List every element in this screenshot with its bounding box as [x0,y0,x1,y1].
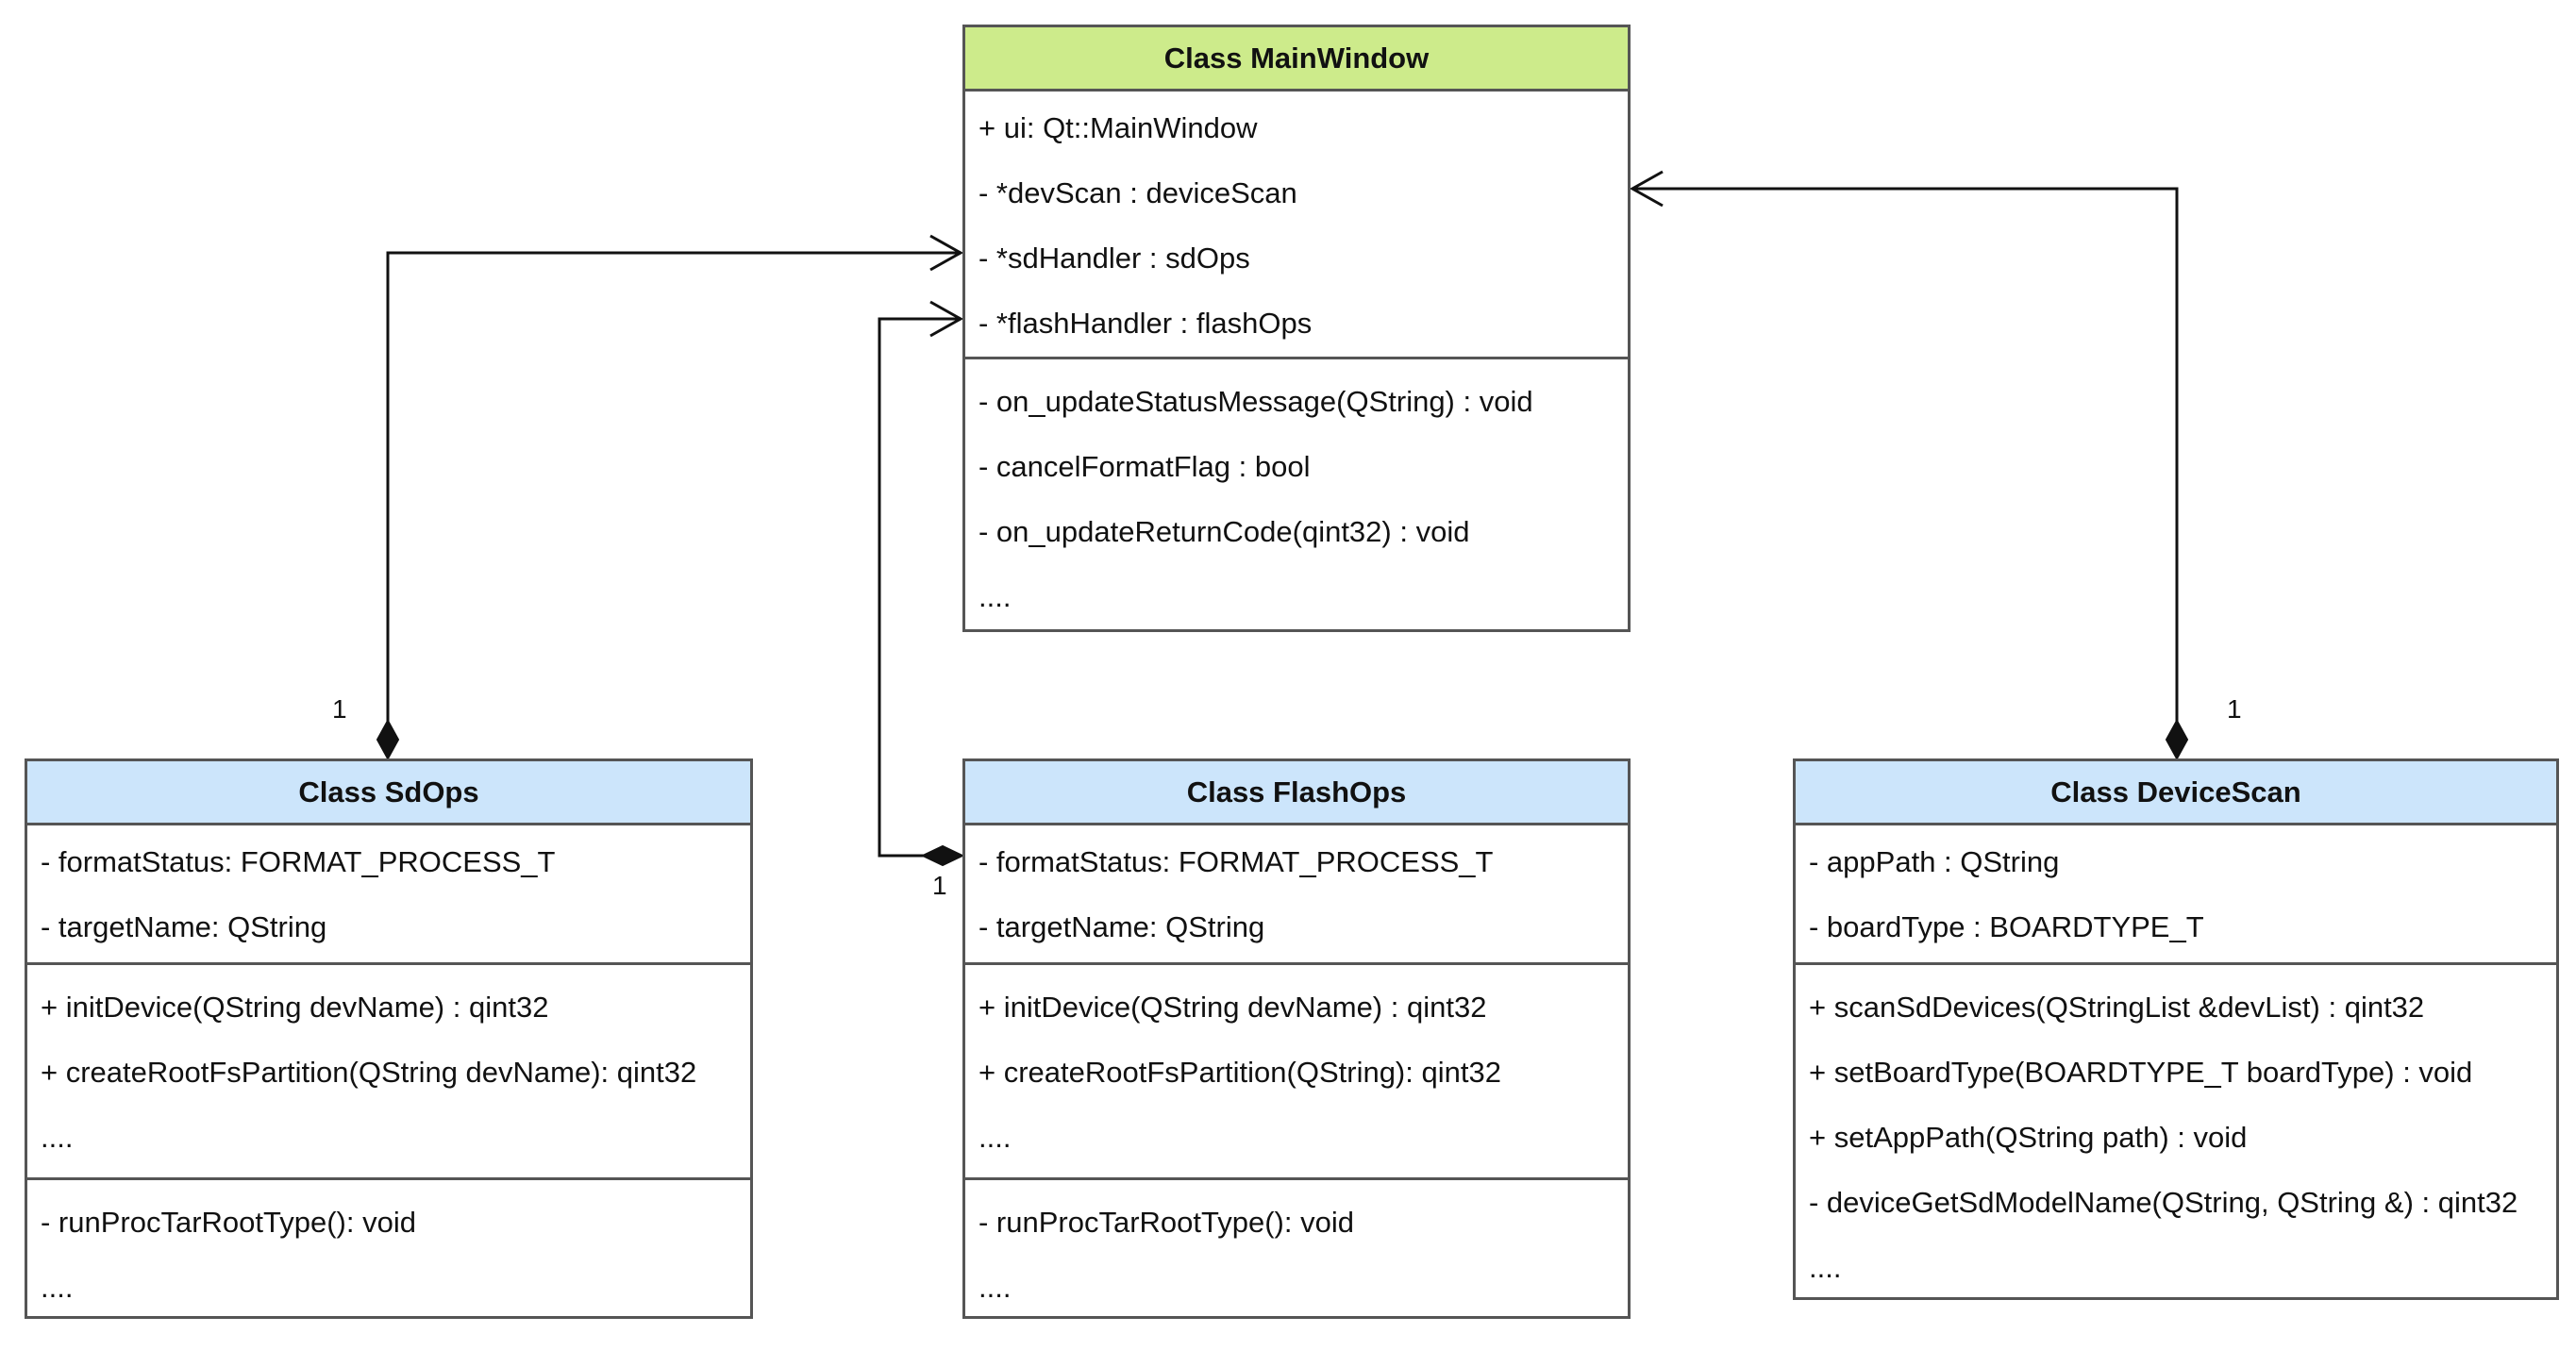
mainwindow-operation: - cancelFormatFlag : bool [979,450,1311,483]
devicescan-attribute: - boardType : BOARDTYPE_T [1809,910,2204,943]
devicescan-operation: + setAppPath(QString path) : void [1809,1121,2248,1154]
devicescan-operation: - deviceGetSdModelName(QString, QString … [1809,1186,2518,1219]
mainwindow-attributes: + ui: Qt::MainWindow - *devScan : device… [965,92,1628,359]
devicescan-attribute: - appPath : QString [1809,845,2060,878]
flashops-diamond-icon [920,844,965,867]
flashops-operation: .... [979,1121,1012,1154]
mainwindow-attribute: + ui: Qt::MainWindow [979,111,1258,144]
devicescan-operation: + scanSdDevices(QStringList &devList) : … [1809,991,2425,1024]
class-sdops[interactable]: Class SdOps - formatStatus: FORMAT_PROCE… [25,758,753,1319]
sdops-attribute: - formatStatus: FORMAT_PROCESS_T [41,845,556,878]
flashops-private-operations: - runProcTarRootType(): void .... [965,1180,1628,1320]
sdops-diamond-icon [376,718,400,761]
flashops-composition-edge [878,317,961,858]
sdops-private-operations: - runProcTarRootType(): void .... [27,1180,750,1320]
sdops-public-operations: + initDevice(QString devName) : qint32 +… [27,965,750,1180]
mainwindow-operation: .... [979,580,1012,613]
flashops-operation: - runProcTarRootType(): void [979,1206,1354,1239]
devicescan-operation: + setBoardType(BOARDTYPE_T boardType) : … [1809,1056,2473,1089]
flashops-operation: + createRootFsPartition(QString): qint32 [979,1056,1501,1089]
sdops-composition-edge [386,251,961,725]
devicescan-composition-edge [1632,187,2179,725]
flashops-attribute: - formatStatus: FORMAT_PROCESS_T [979,845,1494,878]
class-flashops[interactable]: Class FlashOps - formatStatus: FORMAT_PR… [962,758,1631,1319]
mainwindow-attribute: - *sdHandler : sdOps [979,242,1250,275]
sdops-operation: .... [41,1271,74,1304]
devicescan-arrowhead [1629,170,1664,208]
flashops-attributes: - formatStatus: FORMAT_PROCESS_T - targe… [965,825,1628,965]
devicescan-multiplicity: 1 [2227,694,2242,724]
sdops-operation: + createRootFsPartition(QString devName)… [41,1056,697,1089]
mainwindow-operation: - on_updateStatusMessage(QString) : void [979,385,1533,418]
class-mainwindow[interactable]: Class MainWindow + ui: Qt::MainWindow - … [962,25,1631,632]
sdops-attributes: - formatStatus: FORMAT_PROCESS_T - targe… [27,825,750,965]
class-mainwindow-title: Class MainWindow [965,27,1628,92]
class-sdops-title: Class SdOps [27,761,750,825]
sdops-multiplicity: 1 [332,694,347,724]
flashops-attribute: - targetName: QString [979,910,1265,943]
sdops-attribute: - targetName: QString [41,910,327,943]
sdops-operation: + initDevice(QString devName) : qint32 [41,991,549,1024]
class-devicescan[interactable]: Class DeviceScan - appPath : QString - b… [1793,758,2559,1300]
mainwindow-attribute: - *flashHandler : flashOps [979,307,1313,340]
flashops-public-operations: + initDevice(QString devName) : qint32 +… [965,965,1628,1180]
mainwindow-operation: - on_updateReturnCode(qint32) : void [979,515,1470,548]
flashops-operation: .... [979,1271,1012,1304]
mainwindow-operations: - on_updateStatusMessage(QString) : void… [965,359,1628,629]
flashops-arrowhead [929,300,964,338]
devicescan-operation: .... [1809,1251,1842,1284]
sdops-operation: .... [41,1121,74,1154]
devicescan-attributes: - appPath : QString - boardType : BOARDT… [1796,825,2556,965]
class-flashops-title: Class FlashOps [965,761,1628,825]
flashops-multiplicity: 1 [932,871,947,900]
sdops-arrowhead [929,234,964,272]
flashops-operation: + initDevice(QString devName) : qint32 [979,991,1487,1024]
sdops-operation: - runProcTarRootType(): void [41,1206,416,1239]
mainwindow-attribute: - *devScan : deviceScan [979,176,1297,209]
devicescan-operations: + scanSdDevices(QStringList &devList) : … [1796,965,2556,1300]
devicescan-diamond-icon [2165,718,2189,761]
class-devicescan-title: Class DeviceScan [1796,761,2556,825]
